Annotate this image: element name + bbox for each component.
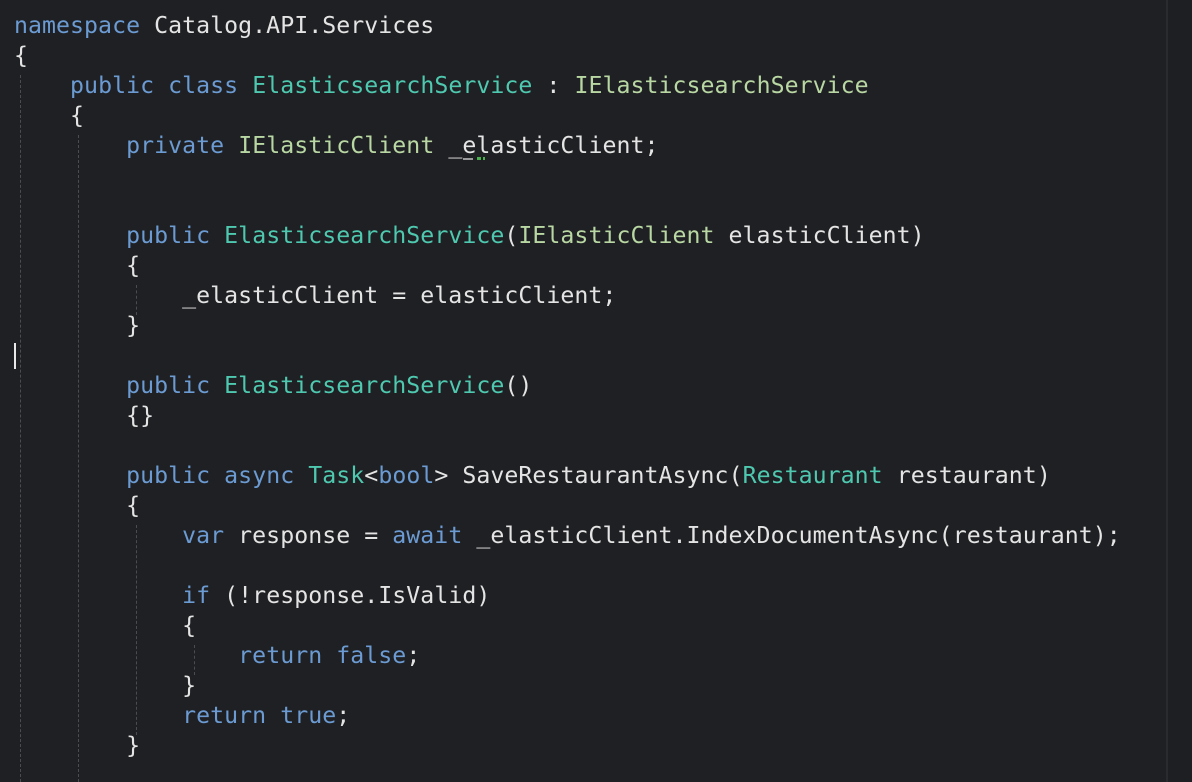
code-token — [14, 462, 126, 489]
code-token: } — [14, 672, 197, 699]
code-token: _elasticClient; — [434, 132, 659, 159]
code-token: : — [532, 72, 575, 99]
code-token: { — [14, 612, 197, 639]
code-token: ElasticsearchService — [252, 72, 533, 99]
code-line[interactable]: public async Task<bool> SaveRestaurantAs… — [14, 461, 1051, 491]
code-token: { — [14, 252, 141, 279]
code-token — [154, 72, 168, 99]
code-token: (!response.IsValid) — [210, 582, 491, 609]
code-token: public — [126, 372, 211, 399]
code-line[interactable]: {} — [14, 401, 154, 431]
indent-guide — [20, 75, 21, 782]
code-token: IElasticClient — [238, 132, 435, 159]
code-token — [14, 642, 238, 669]
code-token: return — [238, 642, 323, 669]
code-token: {} — [14, 402, 155, 429]
code-token — [14, 372, 126, 399]
suggestion-squiggle[interactable] — [463, 157, 487, 160]
indent-guide — [136, 285, 137, 315]
code-token — [14, 72, 70, 99]
code-line[interactable]: { — [14, 251, 140, 281]
code-token — [266, 702, 280, 729]
code-token: return — [182, 702, 267, 729]
code-token — [14, 222, 126, 249]
code-line[interactable]: { — [14, 101, 84, 131]
indent-guide — [78, 135, 79, 782]
indent-guide — [194, 645, 195, 675]
code-token: } — [14, 312, 141, 339]
code-token: _elasticClient = elasticClient; — [14, 282, 617, 309]
code-token: ( — [504, 222, 519, 249]
code-token — [14, 702, 182, 729]
code-token: await — [392, 522, 463, 549]
code-line[interactable]: if (!response.IsValid) — [14, 581, 490, 611]
code-line[interactable]: return true; — [14, 701, 350, 731]
code-line[interactable]: namespace Catalog.API.Services — [14, 11, 434, 41]
code-token: response = — [224, 522, 393, 549]
code-line[interactable]: { — [14, 611, 196, 641]
code-token: Task — [308, 462, 365, 489]
code-token: public — [70, 72, 155, 99]
code-token: > SaveRestaurantAsync( — [434, 462, 743, 489]
code-line[interactable]: public ElasticsearchService() — [14, 371, 532, 401]
code-token: public — [126, 462, 211, 489]
code-token: if — [182, 582, 211, 609]
code-line[interactable]: return false; — [14, 641, 420, 671]
code-token: ElasticsearchService — [224, 222, 505, 249]
indent-guide — [136, 525, 137, 735]
code-line[interactable]: { — [14, 491, 140, 521]
code-token: var — [182, 522, 225, 549]
code-line[interactable]: private IElasticClient _elasticClient; — [14, 131, 659, 161]
code-token — [14, 582, 182, 609]
code-editor[interactable]: namespace Catalog.API.Services{ public c… — [0, 0, 1166, 782]
code-line[interactable]: public ElasticsearchService(IElasticClie… — [14, 221, 925, 251]
code-token: true — [280, 702, 337, 729]
code-token: elasticClient) — [714, 222, 925, 249]
code-token — [210, 462, 224, 489]
code-token: < — [364, 462, 379, 489]
code-token — [14, 522, 182, 549]
code-line[interactable]: } — [14, 671, 196, 701]
code-line[interactable]: } — [14, 731, 140, 761]
code-token — [210, 222, 224, 249]
code-token: private — [126, 132, 225, 159]
vertical-scrollbar[interactable] — [1166, 0, 1192, 782]
code-token: { — [14, 42, 29, 69]
code-token — [294, 462, 308, 489]
code-token: } — [14, 732, 141, 759]
code-token — [322, 642, 336, 669]
code-line[interactable]: } — [14, 311, 140, 341]
code-token: IElasticClient — [518, 222, 715, 249]
code-token: ; — [406, 642, 421, 669]
code-line[interactable]: { — [14, 41, 28, 71]
code-token: Restaurant — [742, 462, 883, 489]
code-token: Catalog.API.Services — [140, 12, 435, 39]
code-line[interactable]: public class ElasticsearchService : IEla… — [14, 71, 869, 101]
code-token: restaurant) — [882, 462, 1051, 489]
code-token: class — [168, 72, 239, 99]
code-token: { — [14, 492, 141, 519]
code-token — [238, 72, 252, 99]
code-token: () — [504, 372, 533, 399]
code-token: ; — [336, 702, 351, 729]
code-token: IElasticsearchService — [574, 72, 869, 99]
code-token: { — [14, 102, 85, 129]
code-token — [224, 132, 238, 159]
code-token: false — [336, 642, 407, 669]
code-line[interactable]: var response = await _elasticClient.Inde… — [14, 521, 1121, 551]
code-token: namespace — [14, 12, 141, 39]
code-token: bool — [378, 462, 435, 489]
code-token — [210, 372, 224, 399]
code-token — [14, 132, 126, 159]
code-token: _elasticClient.IndexDocumentAsync(restau… — [462, 522, 1121, 549]
code-token: ElasticsearchService — [224, 372, 505, 399]
text-caret — [14, 343, 16, 369]
code-line[interactable]: _elasticClient = elasticClient; — [14, 281, 616, 311]
code-token: async — [224, 462, 295, 489]
code-token: public — [126, 222, 211, 249]
